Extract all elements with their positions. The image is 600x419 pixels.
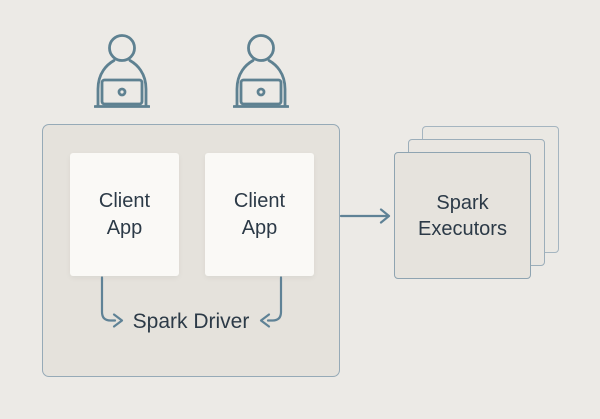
user-torso-left [235,59,255,107]
laptop-logo-dot [117,87,127,97]
laptop-lid [239,78,283,106]
user-head [108,34,136,62]
user-torso-left [96,59,116,107]
arrowhead-right-icon [379,208,391,224]
spark-driver-container: Client App Client App Spark Driver [42,124,340,377]
spark-executors-label: Spark Executors [418,191,507,240]
laptop-logo-dot [256,87,266,97]
user-torso-right [128,59,148,107]
user-torso-right [267,59,287,107]
user-at-laptop-icon [94,34,150,108]
executor-card-front: Spark Executors [394,152,531,279]
client-app-card: Client App [205,153,314,276]
client-app-card: Client App [70,153,179,276]
laptop-lid [100,78,144,106]
client-app-label: Client App [233,189,286,239]
user-head [247,34,275,62]
user-at-laptop-icon [233,34,289,108]
spark-driver-label: Spark Driver [132,310,250,333]
client-app-label: Client App [98,189,151,239]
